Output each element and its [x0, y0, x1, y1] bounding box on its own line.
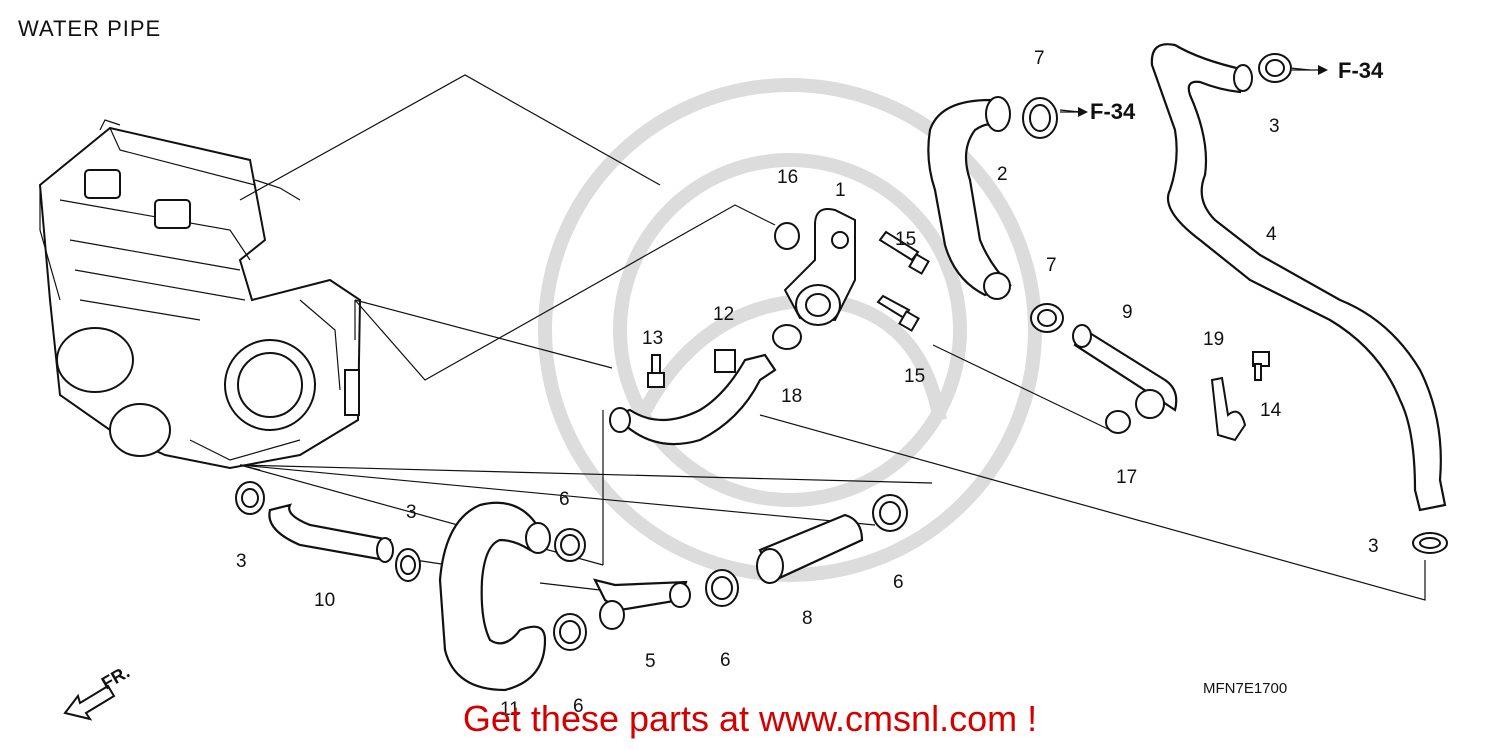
callout-10: 10	[314, 590, 335, 611]
callout-7: 7	[1046, 255, 1057, 276]
part-8-hose	[758, 513, 864, 582]
callout-1: 1	[835, 180, 846, 201]
callout-18: 18	[781, 386, 802, 407]
part-18-o-ring	[772, 324, 802, 350]
callout-15: 15	[895, 229, 916, 250]
promo-link-text[interactable]: Get these parts at www.cmsnl.com !	[462, 698, 1038, 739]
part-4-long-hose	[1150, 43, 1447, 512]
part-16-o-ring	[774, 222, 800, 250]
callout-12: 12	[713, 304, 734, 325]
frame-ref-label: F-34	[1090, 99, 1136, 124]
callout-3: 3	[1269, 116, 1280, 137]
part-10-hose-end	[376, 537, 394, 563]
arrow-right-icon	[1318, 65, 1328, 75]
callout-4: 4	[1266, 224, 1277, 245]
part-6-clamp-d	[872, 494, 908, 532]
part-10-hose	[268, 503, 392, 562]
part-11-hose	[438, 501, 547, 692]
part-4-hose-end	[1233, 64, 1253, 92]
callout-3: 3	[1368, 536, 1379, 557]
part-3-clamp-mid	[395, 548, 421, 582]
part-6-clamp-c	[705, 569, 739, 607]
callout-7: 7	[1034, 48, 1045, 69]
callout-6: 6	[573, 696, 584, 717]
frame-ref-label: F-34	[1338, 58, 1384, 83]
callout-3: 3	[236, 551, 247, 572]
part-1-thermostat-housing	[783, 208, 856, 326]
page-title: WATER PIPE	[18, 16, 162, 41]
part-11-hose-end	[525, 522, 551, 554]
callout-11: 11	[500, 699, 520, 720]
callout-2: 2	[997, 164, 1008, 185]
callout-13: 13	[642, 328, 663, 349]
callout-6: 6	[720, 650, 731, 671]
part-3-clamp-right	[1412, 532, 1448, 554]
callout-17: 17	[1116, 467, 1137, 488]
part-2-hose	[927, 98, 1012, 297]
callout-15: 15	[904, 366, 925, 387]
callout-8: 8	[802, 608, 813, 629]
callout-14: 14	[1260, 400, 1282, 421]
part-3-clamp-left	[235, 481, 265, 515]
part-14-bolt	[1252, 351, 1270, 381]
front-arrow-icon	[63, 684, 116, 721]
part-6-clamp-a	[554, 528, 586, 562]
diagram-code: MFN7E1700	[1203, 680, 1288, 697]
callout-9: 9	[1122, 302, 1133, 323]
part-7-clamp-mid	[1030, 303, 1064, 333]
part-8-hose-end	[756, 548, 784, 584]
part-2-hose-end-b	[983, 272, 1011, 300]
part-3-clamp-top	[1258, 53, 1292, 83]
part-19-clip	[1210, 376, 1247, 442]
part-6-clamp-b	[553, 613, 587, 651]
part-13-bolt	[647, 354, 665, 388]
callout-6: 6	[893, 572, 904, 593]
callout-19: 19	[1203, 329, 1224, 350]
arrow-right-icon	[1078, 107, 1088, 117]
callout-3: 3	[406, 502, 417, 523]
part-9-pipe	[1072, 324, 1178, 419]
frame-ref-f34-top: F-34	[1292, 58, 1384, 83]
callout-5: 5	[645, 651, 656, 672]
callout-6: 6	[559, 489, 570, 510]
part-5-pipe	[592, 578, 691, 630]
callout-16: 16	[777, 167, 798, 188]
part-15-bolts	[876, 230, 930, 332]
frame-ref-f34-mid: F-34	[1060, 99, 1136, 124]
part-7-clamp-top	[1022, 97, 1058, 139]
part-17-o-ring	[1105, 410, 1131, 434]
engine-icon	[38, 119, 362, 470]
part-12-water-pipe	[609, 349, 777, 446]
part-2-hose-end	[985, 96, 1011, 132]
